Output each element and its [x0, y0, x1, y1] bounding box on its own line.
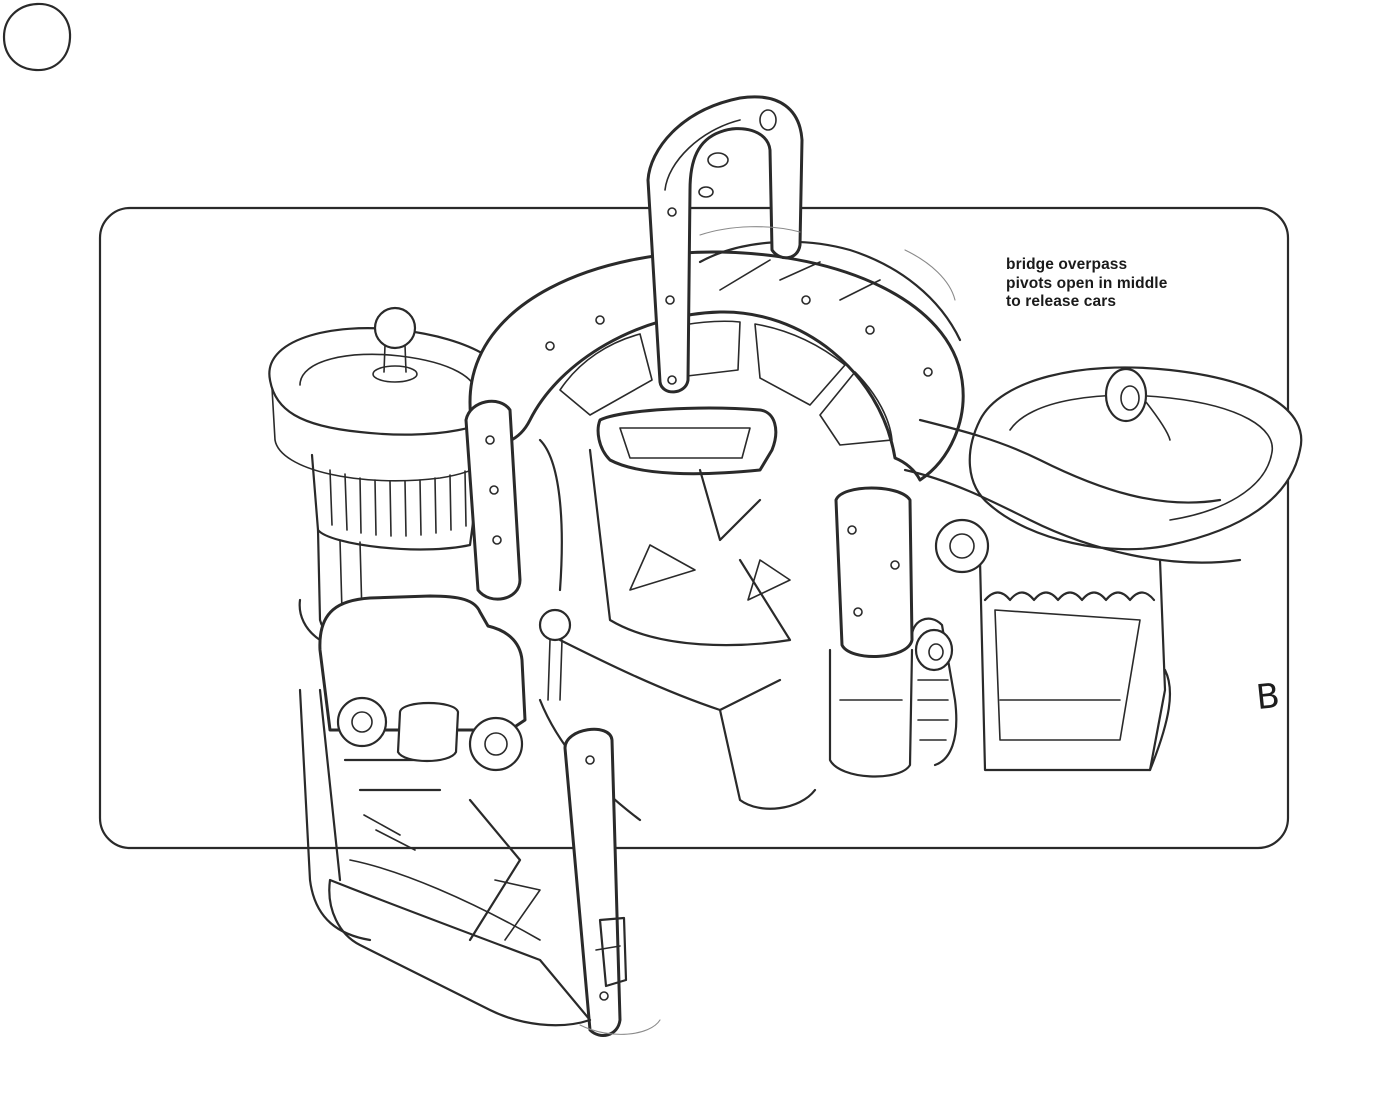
background-frame: [98, 206, 1290, 850]
central-ramp: [538, 448, 817, 822]
ramp-curve: [903, 418, 1242, 564]
front-cage: [298, 594, 572, 942]
annotation-line-1: bridge overpass: [1006, 256, 1128, 273]
bridge-arch: [468, 240, 965, 482]
right-tower: [968, 366, 1303, 772]
annotation-line-2: pivots open in middle: [1006, 274, 1168, 292]
variant-label: B: [1254, 675, 1282, 719]
cage-floor: [328, 798, 592, 1027]
side-wheels: [910, 518, 990, 767]
pivot-handle: [596, 95, 804, 476]
left-pillar: [464, 399, 563, 601]
annotation-line-3: to release cars: [1006, 293, 1117, 310]
left-tower: [268, 306, 513, 652]
variant-circle: [2, 2, 72, 72]
right-pillar: [828, 486, 914, 778]
front-pillar: [563, 727, 628, 1037]
annotation-note: bridge overpass pivots open in middle to…: [1006, 256, 1226, 312]
